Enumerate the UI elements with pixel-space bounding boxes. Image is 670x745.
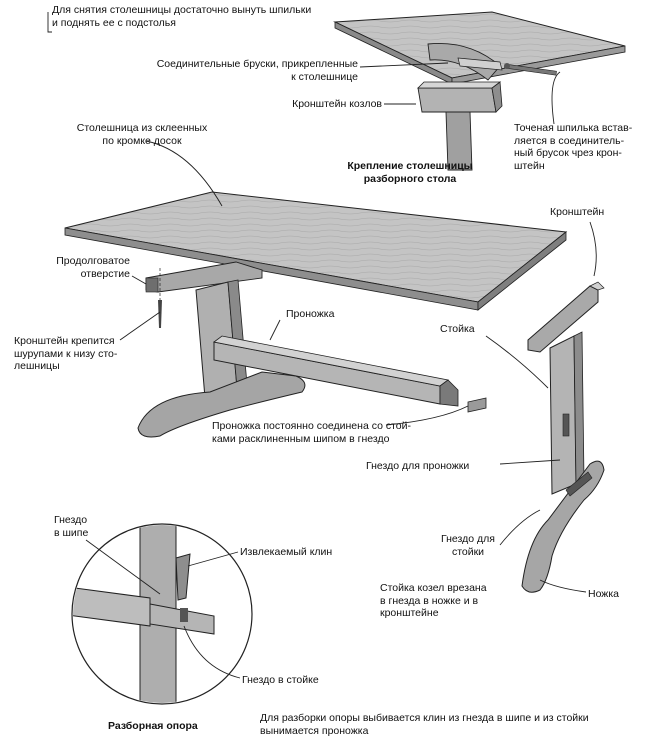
post-socket bbox=[562, 413, 570, 437]
stretcher-socket-label: Гнездо для проножки bbox=[366, 460, 470, 472]
left-foot bbox=[137, 371, 306, 438]
post-label: Стойка bbox=[440, 323, 475, 335]
inset-wedge bbox=[175, 553, 191, 601]
wedge-small bbox=[467, 397, 487, 413]
inset-stretcher bbox=[73, 585, 151, 627]
socket-in-post-label: Гнездо в стойке bbox=[242, 674, 319, 686]
screw bbox=[158, 300, 162, 328]
leader-lines bbox=[47, 12, 597, 679]
stretcher-label: Проножка bbox=[286, 308, 335, 320]
right-foot bbox=[521, 460, 605, 593]
trestle-post bbox=[445, 111, 473, 171]
exploded-parts bbox=[521, 281, 605, 593]
stretcher-joined-label: Проножка постоянно соединена со стой-кам… bbox=[212, 420, 411, 445]
turned-pin bbox=[504, 63, 557, 76]
trestle-bracket-label: Кронштейн козлов bbox=[292, 98, 382, 110]
inset-detachable-support bbox=[71, 523, 253, 705]
turned-pin-label: Точеная шпилька встав-ляется в соедините… bbox=[514, 122, 633, 172]
detachable-support-title: Разборная опора bbox=[108, 720, 198, 732]
bracket-right-label: Кронштейн bbox=[550, 206, 605, 218]
trestle-bracket bbox=[417, 87, 497, 113]
foot-label: Ножка bbox=[588, 588, 619, 600]
tabletop-removal-label: Для снятия столешницы достаточно вынуть … bbox=[52, 4, 312, 29]
disassembly-note: Для разборки опоры выбивается клин из гн… bbox=[260, 712, 589, 737]
removable-wedge-label: Извлекаемый клин bbox=[240, 546, 333, 558]
main-table bbox=[64, 191, 568, 438]
inset-tabletop-attachment bbox=[333, 11, 626, 171]
